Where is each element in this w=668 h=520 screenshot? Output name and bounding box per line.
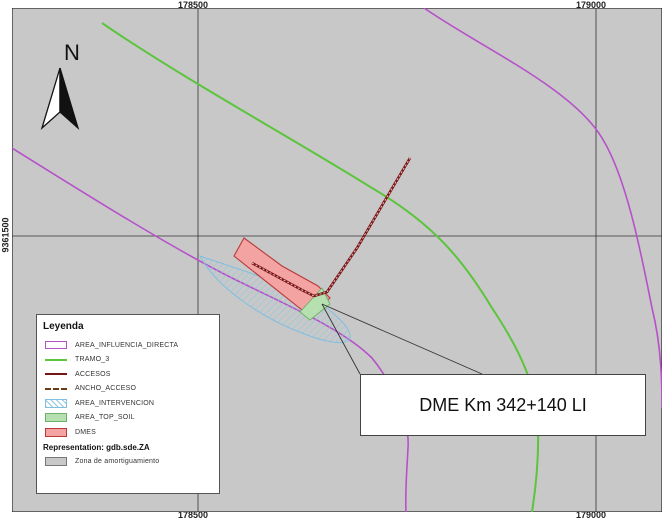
- legend-label: AREA_INFLUENCIA_DIRECTA: [75, 341, 179, 349]
- tick-x-top-right: 179000: [576, 0, 607, 10]
- legend-label: DMES: [75, 428, 97, 436]
- legend-label: ANCHO_ACCESO: [75, 385, 137, 393]
- hatch-lightblue-icon: [43, 398, 69, 408]
- legend-label: ACCESOS: [75, 370, 111, 378]
- legend-item-area-top-soil: AREA_TOP_SOIL: [43, 411, 213, 426]
- legend-item-ancho-acceso: ANCHO_ACCESO: [43, 382, 213, 397]
- legend-item-dmes: DMES: [43, 425, 213, 440]
- legend-label: AREA_INTERVENCION: [75, 399, 155, 407]
- tick-x-top-left: 178500: [178, 0, 209, 10]
- legend-label: Zona de amortiguamiento: [75, 458, 160, 466]
- ancho-acceso-road: [251, 157, 411, 297]
- north-arrow-icon: [40, 67, 80, 131]
- callout-box: DME Km 342+140 LI: [360, 374, 646, 436]
- tick-x-bottom-right: 179000: [576, 510, 607, 520]
- line-darkred-icon: [43, 369, 69, 379]
- fill-lightgreen-icon: [43, 413, 69, 423]
- tick-y-left: 9361500: [0, 217, 11, 253]
- legend-item-tramo: TRAMO_3: [43, 353, 213, 368]
- legend-label: TRAMO_3: [75, 356, 110, 364]
- callout-leader-2: [321, 303, 483, 375]
- fill-grey-icon: [43, 457, 69, 467]
- representation-title: Representation: gdb.sde.ZA: [43, 442, 150, 452]
- legend-title: Leyenda: [43, 321, 84, 332]
- tick-x-bottom-left: 178500: [178, 510, 209, 520]
- legend-item-area-intervencion: AREA_INTERVENCION: [43, 396, 213, 411]
- legend-item-zona-amortiguamiento: Zona de amortiguamiento: [43, 455, 213, 470]
- line-dashed-brown-icon: [43, 384, 69, 394]
- influence-boundary-top-right: [423, 8, 662, 409]
- north-label: N: [64, 40, 80, 65]
- fill-pink-icon: [43, 427, 69, 437]
- legend-panel: Leyenda AREA_INFLUENCIA_DIRECTA TRAMO_3 …: [36, 314, 220, 494]
- legend-label: AREA_TOP_SOIL: [75, 414, 135, 422]
- line-green-icon: [43, 355, 69, 365]
- callout-label: DME Km 342+140 LI: [419, 394, 587, 415]
- outline-purple-icon: [43, 340, 69, 350]
- legend-item-accesos: ACCESOS: [43, 367, 213, 382]
- legend-item-area-influencia: AREA_INFLUENCIA_DIRECTA: [43, 338, 213, 353]
- callout-leader-1: [321, 303, 361, 375]
